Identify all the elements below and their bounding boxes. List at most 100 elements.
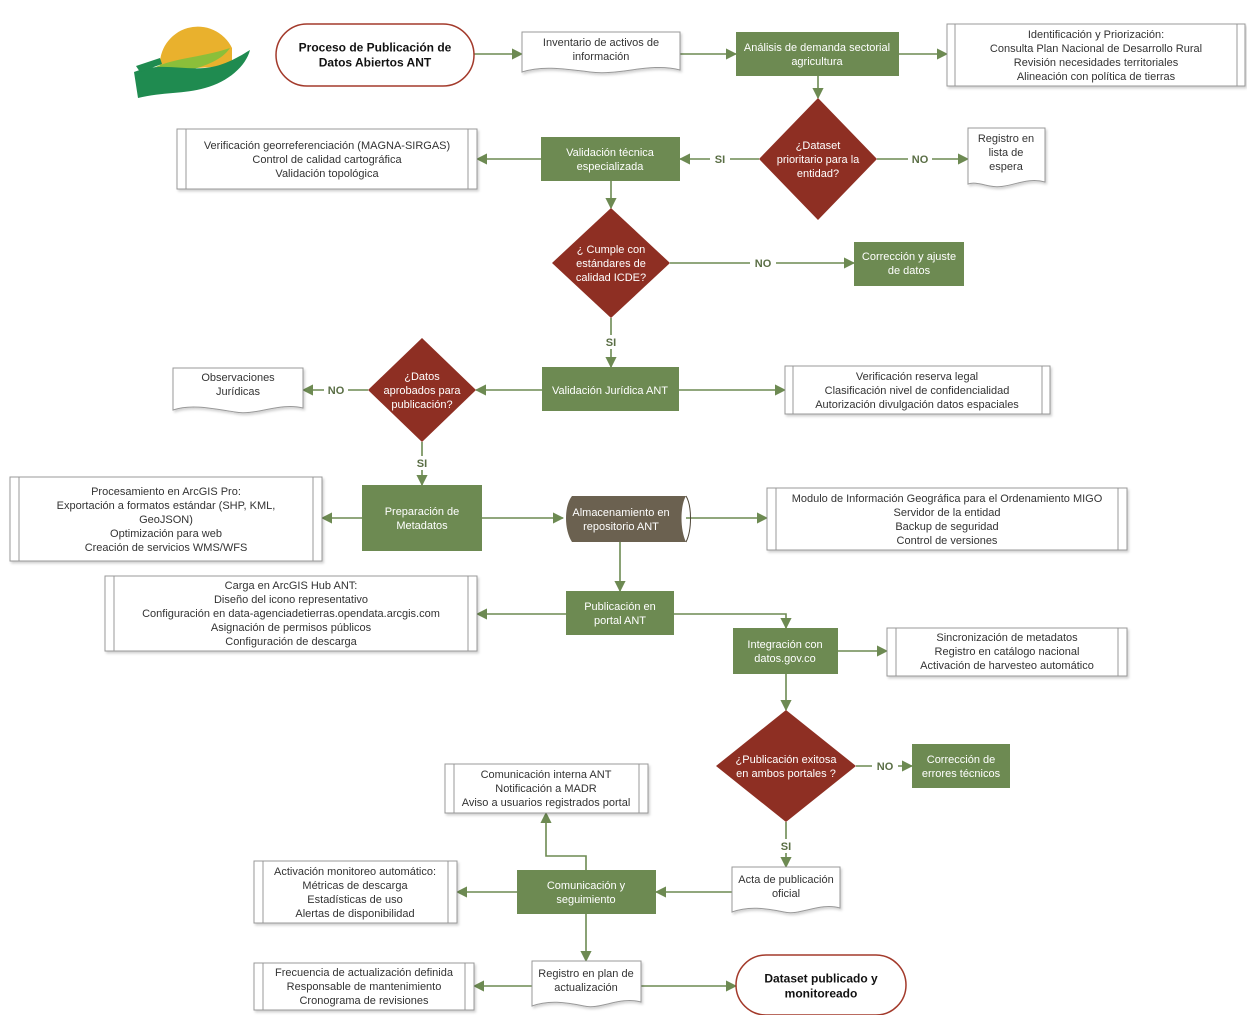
identificacion-box: Identificación y Priorización: Consulta P… <box>946 23 1246 87</box>
text-line: monitoreado <box>785 987 858 1001</box>
text-line: Proceso de Publicación de <box>299 41 452 55</box>
text-line: calidad ICDE? <box>576 272 646 284</box>
preparacion-text: Preparación de Metadatos <box>385 506 460 532</box>
text-line: Identificación y Priorización: <box>1028 29 1164 41</box>
decision-exitosa-text: ¿Publicación exitosa en ambos portales ? <box>736 754 838 780</box>
text-line: Configuración de descarga <box>225 636 357 648</box>
text-line: seguimiento <box>556 894 615 906</box>
text-line: de datos <box>888 265 931 277</box>
text-line: Registro en <box>978 133 1034 145</box>
text-line: actualización <box>554 982 618 994</box>
text-line: Validación topológica <box>275 168 379 180</box>
text-line: ¿Dataset <box>796 140 841 152</box>
edge-label-no: NO <box>877 761 894 773</box>
comunicacion-interna-box: Comunicación interna ANT Notificación a M… <box>444 763 649 814</box>
text-line: errores técnicos <box>922 768 1001 780</box>
text-line: Alertas de disponibilidad <box>295 908 414 920</box>
text-line: Integración con <box>747 639 822 651</box>
procesamiento-box: Procesamiento en ArcGIS Pro:Exportación … <box>9 476 323 562</box>
edge-label-no: NO <box>912 154 929 166</box>
text-line: Aviso a usuarios registrados portal <box>462 797 631 809</box>
text-line: Responsable de mantenimiento <box>287 981 442 993</box>
text-line: entidad? <box>797 168 839 180</box>
edge-label-si: SI <box>417 458 427 470</box>
text-line: Verificación reserva legal <box>856 371 978 383</box>
text-line: Procesamiento en ArcGIS Pro: <box>91 486 241 498</box>
text-line: Preparación de <box>385 506 460 518</box>
text-line: Revisión necesidades territoriales <box>1014 57 1179 69</box>
text-line: datos.gov.co <box>754 653 816 665</box>
text-line: Consulta Plan Nacional de Desarrollo Rur… <box>990 43 1202 55</box>
text-line: Notificación a MADR <box>495 783 597 795</box>
text-line: en ambos portales ? <box>736 768 836 780</box>
text-line: repositorio ANT <box>583 521 659 533</box>
text-line: Metadatos <box>396 520 448 532</box>
text-line: Diseño del icono representativo <box>214 594 368 606</box>
text-line: Servidor de la entidad <box>893 507 1000 519</box>
decision-prioritario: ¿Dataset prioritario para la entidad? <box>759 98 877 220</box>
text-line: Estadísticas de uso <box>307 894 402 906</box>
validacion-tecnica-text: Validación técnica especializada <box>566 147 655 173</box>
text-line: ¿Publicación exitosa <box>736 754 838 766</box>
text-line: Observaciones <box>201 372 275 384</box>
text-line: Clasificación nivel de confidencialidad <box>825 385 1010 397</box>
text-line: Publicación en <box>584 601 656 613</box>
text-line: Corrección de <box>927 754 995 766</box>
edge-label-si: SI <box>781 841 791 853</box>
text-line: Jurídicas <box>216 386 261 398</box>
edge-labels: SI NO NO SI NO SI NO SI <box>324 152 932 853</box>
text-line: Activación de harvesteo automático <box>920 660 1094 672</box>
text-line: Validación Jurídica ANT <box>552 385 668 397</box>
text-line: Validación técnica <box>566 147 655 159</box>
edge-label-no: NO <box>755 258 772 270</box>
procesamiento-text: Procesamiento en ArcGIS Pro:Exportación … <box>57 486 276 554</box>
text-line: Comunicación interna ANT <box>481 769 612 781</box>
text-line: información <box>573 51 630 63</box>
edge-comunicacion-interna <box>540 811 587 870</box>
text-line: Registro en catálogo nacional <box>935 646 1080 658</box>
integracion-text: Integración con datos.gov.co <box>747 639 822 665</box>
text-line: Análisis de demanda sectorial <box>744 42 890 54</box>
modulo-migo-box: Modulo de Información Geográfica para el… <box>766 487 1128 551</box>
text-line: Configuración en data-agenciadetierras.o… <box>142 608 440 620</box>
integracion-process: Integración con datos.gov.co <box>733 628 838 674</box>
text-line: Backup de seguridad <box>895 521 998 533</box>
text-line: ¿ Cumple con <box>577 244 645 256</box>
decision-exitosa: ¿Publicación exitosa en ambos portales ? <box>716 710 856 822</box>
text-line: prioritario para la <box>777 154 860 166</box>
correccion-errores-process: Corrección de errores técnicos <box>912 744 1010 788</box>
decision-prioritario-text: ¿Dataset prioritario para la entidad? <box>777 140 860 180</box>
text-line: especializada <box>577 161 645 173</box>
carga-hub-text: Carga en ArcGIS Hub ANT:Diseño del icono… <box>142 580 440 648</box>
text-line: Autorización divulgación datos espaciale… <box>815 399 1019 411</box>
edge-publicacion-integracion <box>674 613 792 630</box>
text-line: espera <box>989 161 1024 173</box>
text-line: ¿Datos <box>404 371 440 383</box>
monitoreo-box: Activación monitoreo automático:Métricas… <box>253 860 458 924</box>
edge-label-si: SI <box>606 337 616 349</box>
text-line: Comunicación y <box>547 880 626 892</box>
